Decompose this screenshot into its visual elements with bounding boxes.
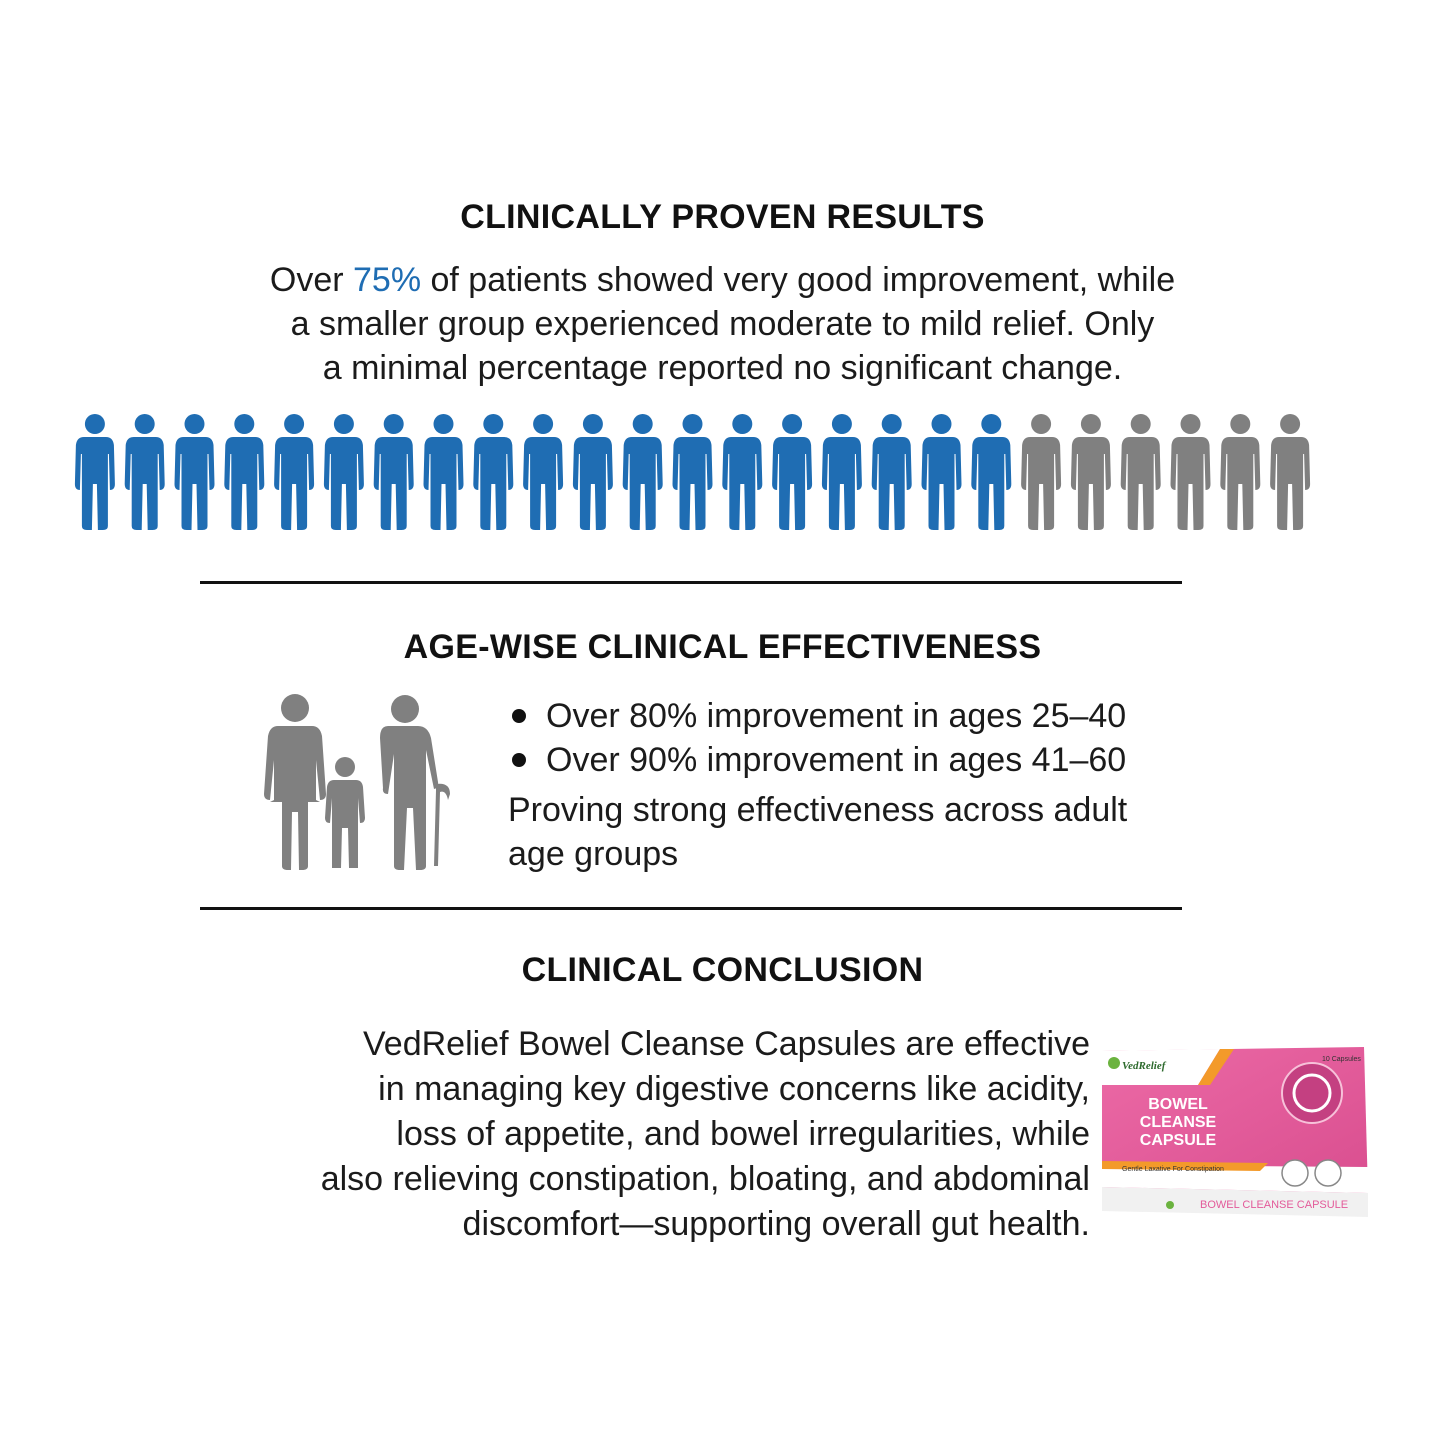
product-title-line-1: BOWEL [1148, 1096, 1208, 1113]
results-text-before: Over [269, 261, 353, 299]
bullet-item: Over 80% improvement in ages 25–40 [508, 694, 1408, 738]
person-icon [1070, 414, 1111, 530]
bullet-item: Over 90% improvement in ages 41–60 [508, 738, 1408, 782]
age-note-line: Proving strong effectiveness across adul… [508, 791, 1128, 829]
person-icon [572, 414, 613, 530]
results-paragraph: Over 75% of patients showed very good im… [0, 258, 1445, 390]
conclusion-line: loss of appetite, and bowel irregulariti… [396, 1115, 1090, 1153]
bullet-dot [512, 753, 526, 767]
product-count: 10 Capsules [1322, 1056, 1361, 1063]
product-title-line-3: CAPSULE [1140, 1132, 1217, 1149]
person-icon [74, 414, 115, 530]
person-icon [373, 414, 414, 530]
conclusion-line: also relieving constipation, bloating, a… [320, 1160, 1090, 1198]
person-icon [124, 414, 165, 530]
person-icon [1220, 414, 1261, 530]
person-icon [672, 414, 713, 530]
results-line-1: Over 75% of patients showed very good im… [0, 258, 1445, 302]
heading-clinically-proven: CLINICALLY PROVEN RESULTS [460, 198, 985, 236]
person-icon [1021, 414, 1062, 530]
person-icon [274, 414, 315, 530]
product-tagline: Gentle Laxative For Constipation [1122, 1166, 1224, 1173]
person-icon [224, 414, 265, 530]
person-icon [523, 414, 564, 530]
person-icon [323, 414, 364, 530]
age-note: Proving strong effectiveness across adul… [508, 788, 1408, 876]
bullet-dot [512, 709, 526, 723]
family-icon [264, 694, 450, 870]
divider-1 [200, 581, 1182, 584]
age-note-line: age groups [508, 835, 679, 873]
person-icon [971, 414, 1012, 530]
results-line-2: a smaller group experienced moderate to … [290, 305, 1155, 343]
person-icon [423, 414, 464, 530]
percent-highlight: 75% [353, 261, 422, 299]
conclusion-line: in managing key digestive concerns like … [378, 1070, 1090, 1108]
product-title-line-2: CLEANSE [1140, 1114, 1217, 1131]
divider-2 [200, 907, 1182, 910]
bullet-text: Over 80% improvement in ages 25–40 [546, 697, 1127, 735]
person-icon [622, 414, 663, 530]
person-icon [174, 414, 215, 530]
bullet-text: Over 90% improvement in ages 41–60 [546, 741, 1127, 779]
product-brand: VedRelief [1122, 1060, 1167, 1072]
person-icon [772, 414, 813, 530]
results-line-3: a minimal percentage reported no signifi… [322, 349, 1123, 387]
person-icon [473, 414, 514, 530]
age-bullets: Over 80% improvement in ages 25–40 Over … [508, 694, 1408, 876]
heading-age-wise: AGE-WISE CLINICAL EFFECTIVENESS [403, 628, 1042, 666]
person-icon [871, 414, 912, 530]
person-icon [921, 414, 962, 530]
conclusion-paragraph: VedRelief Bowel Cleanse Capsules are eff… [60, 1022, 1090, 1247]
person-icon [821, 414, 862, 530]
person-icon [1270, 414, 1311, 530]
person-icon [722, 414, 763, 530]
product-box-image: VedRelief 10 Capsules BOWEL CLEANSE CAPS… [1102, 1047, 1368, 1217]
person-icon [1120, 414, 1161, 530]
results-text-after: of patients showed very good improvement… [421, 261, 1176, 299]
heading-clinical-conclusion: CLINICAL CONCLUSION [521, 951, 924, 989]
people-pictogram-row [74, 414, 1311, 530]
person-icon [1170, 414, 1211, 530]
conclusion-line: discomfort—supporting overall gut health… [462, 1205, 1090, 1243]
product-side-label: BOWEL CLEANSE CAPSULE [1200, 1199, 1348, 1211]
conclusion-line: VedRelief Bowel Cleanse Capsules are eff… [362, 1025, 1090, 1063]
